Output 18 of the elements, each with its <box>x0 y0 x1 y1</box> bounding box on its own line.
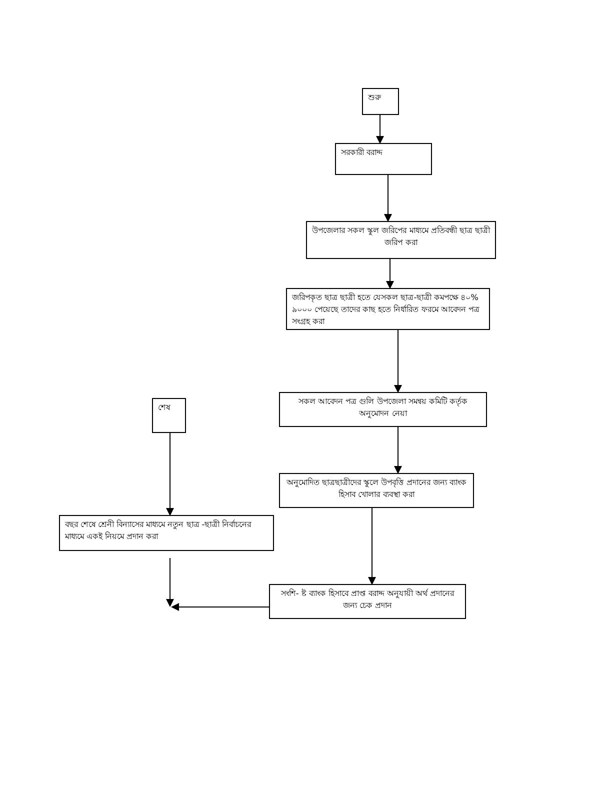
arrow <box>166 432 174 516</box>
process-box: উপজেলার সকল স্কুল জরিপের মাধ্যমে প্রতিবন্ধী ছাত্র ছাত্রী জরিপ করা <box>306 221 496 259</box>
arrow <box>386 258 394 289</box>
arrow <box>171 603 270 611</box>
process-box: শেষ <box>152 398 186 433</box>
arrow <box>376 114 384 144</box>
process-box: শুরু <box>362 88 399 115</box>
arrow <box>368 508 376 585</box>
process-box: সরকারী বরাদ্দ <box>335 143 432 175</box>
process-box: বছর শেষে শ্রেনী বিন্যাসের মাধ্যমে নতুন ছাত্র -ছাত্রী নির্বাচনের মাধ্যমে একই নিয়মে প্রদান করা <box>59 515 274 551</box>
arrow <box>394 330 402 393</box>
process-box: সংশি- ষ্ট ব্যাংক হিসাবে প্রাপ্ত বরাদ্দ অনুযায়ী অর্থ প্রদানের জন্য চেক প্রদান <box>269 584 466 619</box>
arrow <box>384 174 392 222</box>
process-box: অনুমোদিত ছাত্রছাত্রীদের স্কুলে উপবৃত্তি প্রদানের জন্য ব্যাংক হিসাব খোলার ব্যবস্থা করা <box>279 473 474 508</box>
process-box: জরিপকৃত ছাত্র ছাত্রী হতে যেসকল ছাত্র-ছাত্রী কমপক্ষে ৪০% ৯০০০ পেয়েছে তাদের কাছ হতে নির্ধারিত ফরমে আবেদন পত্র সংগ্রহ করা <box>286 288 490 330</box>
arrow <box>394 426 402 474</box>
arrow <box>166 558 174 607</box>
process-box: সকল আবেদন পত্র গুলি উপজেলা সমন্বয় কমিটি কর্তৃক অনুমোদন নেয়া <box>279 392 487 427</box>
